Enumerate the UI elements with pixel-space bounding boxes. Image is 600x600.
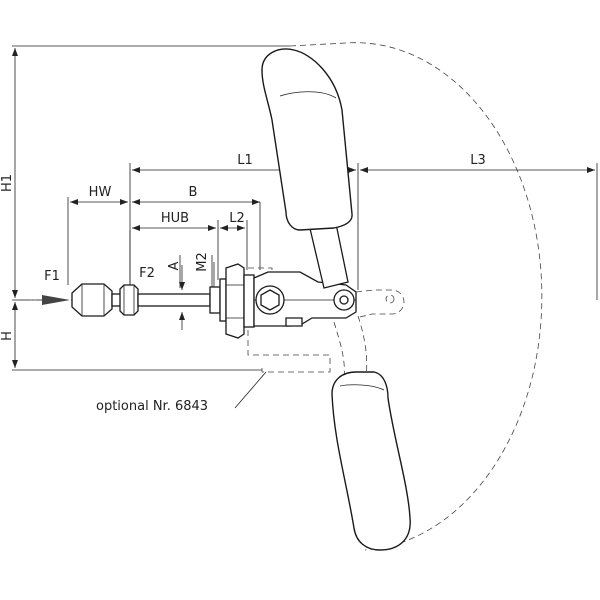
dimension-lines — [12, 48, 595, 368]
clamp-body-front — [209, 263, 255, 339]
optional-part-note: optional Nr. 6843 — [96, 399, 208, 414]
handle-swing-arc — [289, 42, 543, 551]
plunger-tip — [71, 283, 211, 317]
dim-label-l2: L2 — [229, 211, 245, 226]
dim-label-f1: F1 — [44, 269, 60, 284]
optional-base-plate — [247, 267, 331, 373]
handle-open — [331, 289, 411, 551]
dim-label-hub: HUB — [161, 211, 189, 226]
dim-label-a: A — [167, 261, 182, 270]
dim-label-h1: H1 — [0, 174, 15, 192]
dim-label-b: B — [189, 185, 198, 200]
note-leader — [234, 371, 267, 409]
extension-lines — [12, 45, 598, 371]
dim-label-l3: L3 — [470, 153, 486, 168]
handle-closed — [261, 48, 353, 289]
dim-label-l1: L1 — [237, 153, 253, 168]
dim-label-h: H — [0, 331, 15, 341]
dim-label-hw: HW — [89, 185, 112, 200]
dim-label-f2: F2 — [139, 266, 155, 281]
dim-label-m2: M2 — [195, 252, 210, 272]
